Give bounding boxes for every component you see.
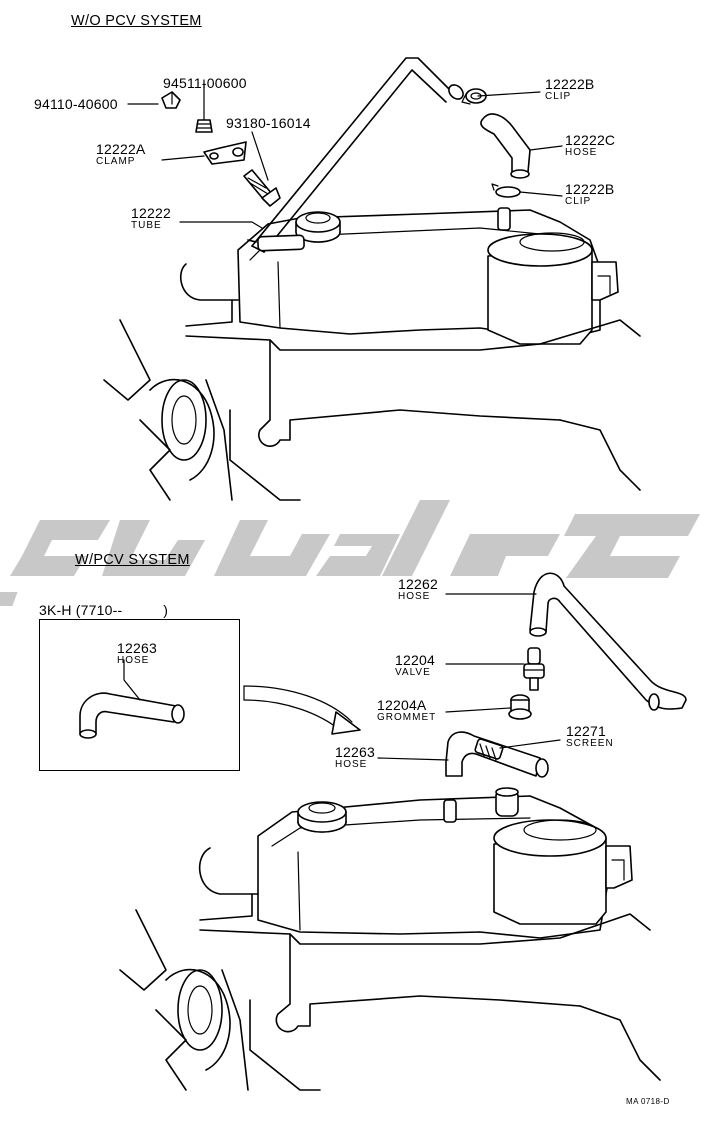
flow-arrow: [243, 685, 361, 735]
grommet-12204a: [508, 694, 532, 720]
part-desc-12204: VALVE: [395, 667, 431, 678]
leader-lines-bottom: [377, 593, 561, 761]
part-number-12204a: 12204A: [377, 697, 427, 713]
part-number-12222c: 12222C: [565, 132, 616, 148]
part-number-94511: 94511-00600: [163, 75, 247, 91]
inset-hose-12263: [79, 659, 185, 739]
part-number-12263: 12263: [335, 744, 375, 760]
part-number-12263-inset: 12263: [117, 640, 157, 656]
part-desc-12263: HOSE: [335, 759, 368, 770]
part-desc-12222b-lower: CLIP: [565, 196, 592, 207]
part-desc-12222c: HOSE: [565, 147, 598, 158]
part-desc-12262: HOSE: [398, 591, 431, 602]
section-title-without-pcv: W/O PCV SYSTEM: [71, 13, 202, 29]
inset-box: [39, 619, 240, 771]
inset-title: 3K-H (7710-- ): [39, 602, 169, 618]
part-number-12222a: 12222A: [96, 141, 146, 157]
clamp-parts-top: [161, 85, 281, 207]
clip-12222b-top: [461, 88, 487, 105]
leader-lines-top: [127, 79, 563, 229]
top-engine-drawing: [103, 207, 641, 501]
part-desc-12222b-top: CLIP: [545, 91, 572, 102]
clip-12222b-lower: [491, 183, 521, 198]
watermark-logo: [0, 500, 700, 606]
part-number-12222: 12222: [131, 205, 171, 221]
hose-screen-assembly: [445, 731, 549, 778]
tube-12222: [247, 57, 464, 253]
hose-12262: [529, 572, 687, 711]
part-number-12204: 12204: [395, 652, 435, 668]
figure-code: MA 0718-D: [626, 1097, 670, 1106]
part-desc-12204a: GROMMET: [377, 712, 437, 723]
part-number-94110: 94110-40600: [34, 96, 118, 112]
part-number-93180: 93180-16014: [226, 115, 311, 131]
valve-12204: [523, 647, 545, 691]
part-number-12222b-top: 12222B: [545, 76, 595, 92]
part-number-12271: 12271: [566, 723, 606, 739]
section-title-with-pcv: W/PCV SYSTEM: [75, 552, 190, 568]
part-desc-12222a: CLAMP: [96, 156, 136, 167]
bottom-engine-drawing: [119, 787, 661, 1091]
part-number-12222b-lower: 12222B: [565, 181, 615, 197]
part-desc-12271: SCREEN: [566, 738, 614, 749]
part-desc-12222: TUBE: [131, 220, 162, 231]
hose-12222c: [480, 113, 531, 179]
part-number-12262: 12262: [398, 576, 438, 592]
part-desc-12263-inset: HOSE: [117, 655, 150, 666]
